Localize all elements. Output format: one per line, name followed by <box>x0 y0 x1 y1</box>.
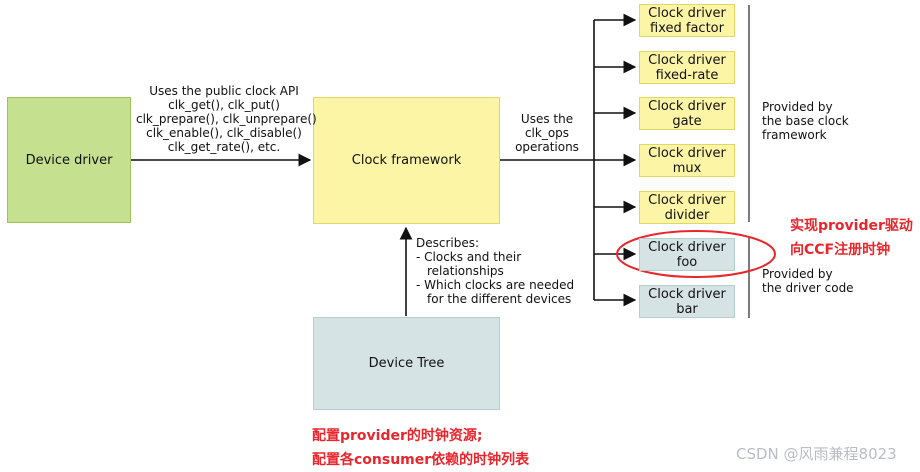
provider-annotation-line: 实现provider驱动 <box>790 218 913 234</box>
driver-type: foo <box>676 254 698 270</box>
driver-title: Clock driver <box>648 145 726 161</box>
base-group-line: the base clock <box>762 114 849 128</box>
driver-title: Clock driver <box>648 192 726 208</box>
api-line: clk_prepare(), clk_unprepare() <box>136 112 317 126</box>
ops-line: operations <box>515 140 579 154</box>
driver-group-line: Provided by <box>762 267 833 281</box>
device-tree-node: Device Tree <box>313 317 500 410</box>
driver-title: Clock driver <box>648 5 726 21</box>
describes-item: for the different devices <box>427 292 572 306</box>
device-tree-annotation: 配置provider的时钟资源; 配置各consumer依赖的时钟列表 <box>312 424 529 472</box>
driver-title: Clock driver <box>648 52 726 68</box>
base-group-label: Provided by the base clock framework <box>762 100 849 142</box>
driver-type: gate <box>672 113 702 129</box>
device-tree-annotation-line: 配置各consumer依赖的时钟列表 <box>312 452 530 468</box>
driver-title: Clock driver <box>648 98 726 114</box>
api-title: Uses the public clock API <box>149 84 299 98</box>
api-line: clk_get_rate(), etc. <box>167 140 281 154</box>
device-driver-node: Device driver <box>7 97 131 223</box>
driver-type: fixed-rate <box>655 67 719 83</box>
driver-type: divider <box>664 207 710 223</box>
describes-item: - Clocks and their <box>416 250 522 264</box>
device-tree-label: Device Tree <box>368 356 445 371</box>
api-line: clk_enable(), clk_disable() <box>146 126 302 140</box>
driver-type: fixed factor <box>650 20 724 36</box>
provider-annotation-line: 向CCF注册时钟 <box>790 242 891 258</box>
describes-title: Describes: <box>416 236 480 250</box>
watermark: CSDN @风雨兼程8023 <box>736 445 897 463</box>
provider-annotation: 实现provider驱动 向CCF注册时钟 <box>790 214 913 262</box>
driver-title: Clock driver <box>648 239 726 255</box>
describes-item: relationships <box>427 264 504 278</box>
ops-line: clk_ops <box>524 126 570 140</box>
driver-type: bar <box>676 301 698 317</box>
driver-group-label: Provided by the driver code <box>762 267 854 295</box>
ops-line: Uses the <box>520 112 574 126</box>
driver-group-line: the driver code <box>762 281 854 295</box>
device-tree-annotation-line: 配置provider的时钟资源; <box>312 428 483 444</box>
device-driver-label: Device driver <box>25 152 113 168</box>
base-group-line: framework <box>762 128 827 142</box>
clock-framework-node: Clock framework <box>313 97 500 224</box>
describes-label: Describes: - Clocks and their relationsh… <box>416 236 574 306</box>
clock-framework-label: Clock framework <box>351 153 462 168</box>
describes-item: - Which clocks are needed <box>416 278 575 292</box>
highlight-oval-foo <box>616 230 776 278</box>
api-label: Uses the public clock API clk_get(), clk… <box>136 84 317 154</box>
driver-title: Clock driver <box>648 286 726 302</box>
api-line: clk_get(), clk_put() <box>168 98 280 112</box>
ops-label: Uses the clk_ops operations <box>508 112 586 154</box>
base-group-line: Provided by <box>762 100 833 114</box>
driver-type: mux <box>672 160 702 176</box>
